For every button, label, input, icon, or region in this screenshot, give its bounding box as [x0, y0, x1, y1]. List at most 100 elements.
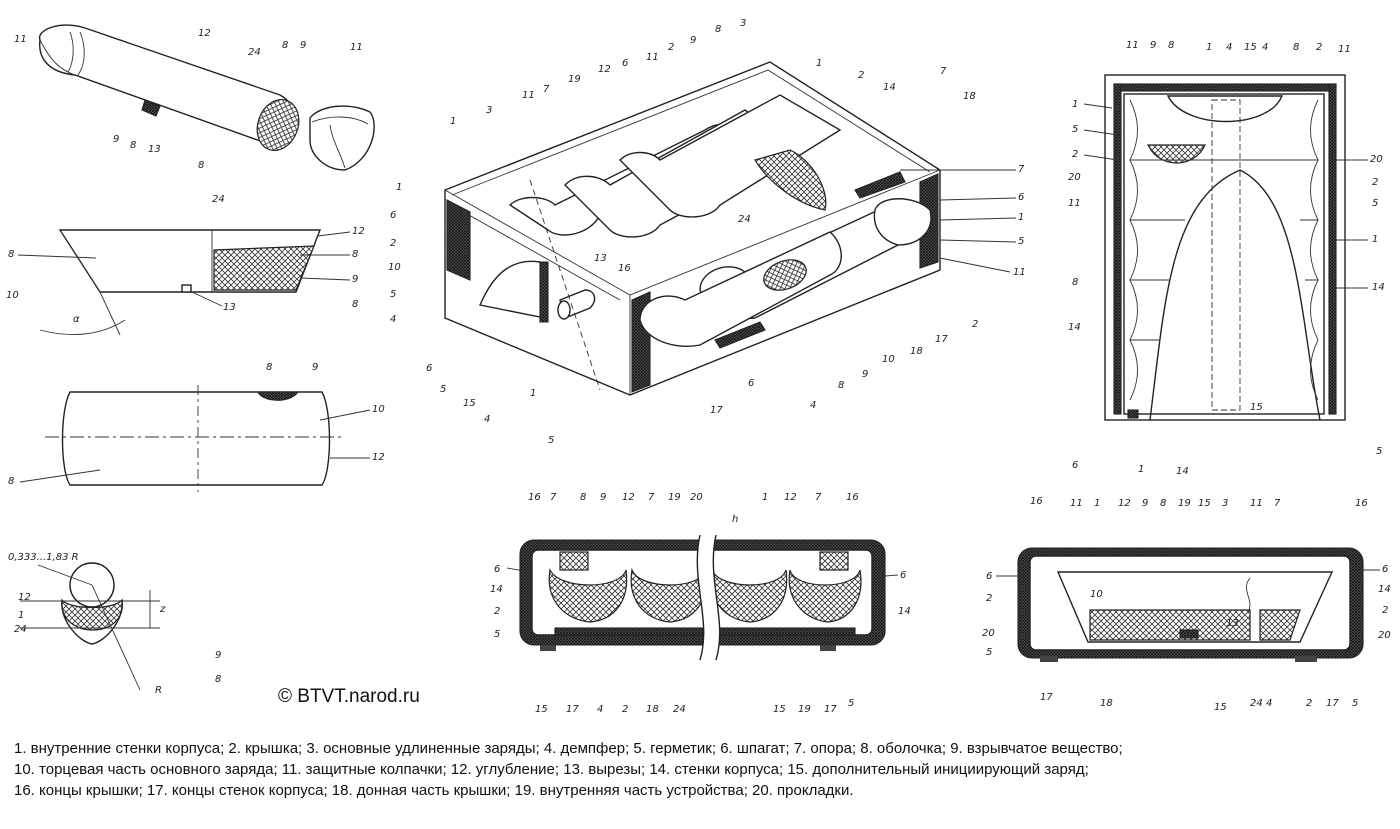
label: 8 [1293, 42, 1299, 53]
label: 9 [113, 134, 119, 145]
label: 2 [494, 606, 500, 617]
label: 1 [1018, 212, 1024, 223]
label: 6 [1072, 460, 1078, 471]
label: 16 [1355, 498, 1368, 509]
label: 2 [1306, 698, 1312, 709]
label: 11 [350, 42, 363, 53]
label: 9 [300, 40, 306, 51]
label: 14 [1068, 322, 1081, 333]
label: 10 [372, 404, 385, 415]
label: 7 [1274, 498, 1281, 509]
label: 15 [535, 704, 548, 715]
charge-side-view [39, 229, 322, 336]
label: 11 [14, 34, 27, 45]
part-labels: 11 12 24 8 9 11 9 8 13 8 24 12 8 8 9 10 … [6, 18, 1391, 715]
label: 6 [748, 378, 754, 389]
front-view [1104, 74, 1346, 421]
label: 10 [388, 262, 401, 273]
label: 1 [396, 182, 402, 193]
label: 11 [1013, 267, 1026, 278]
label: 11 [1068, 198, 1081, 209]
label: 6 [1382, 564, 1388, 575]
label: 14 [1176, 466, 1189, 477]
label: 5 [494, 629, 500, 640]
label: 20 [982, 628, 995, 639]
label: 2 [1382, 605, 1388, 616]
label: 2 [668, 42, 674, 53]
label: 8 [1168, 40, 1174, 51]
cross-section-short [1017, 547, 1364, 662]
label: 9 [312, 362, 318, 373]
label: 8 [8, 249, 14, 260]
label: 9 [862, 369, 868, 380]
label: 20 [1378, 630, 1391, 641]
label: 3 [740, 18, 746, 29]
label: 11 [1338, 44, 1351, 55]
label: 2 [390, 238, 396, 249]
label: 20 [1068, 172, 1081, 183]
label: 4 [810, 400, 816, 411]
label: 5 [390, 289, 396, 300]
label: 24 [1250, 698, 1263, 709]
label: 16 [618, 263, 631, 274]
label: 2 [972, 319, 978, 330]
label: 11 [1126, 40, 1139, 51]
label: 11 [1070, 498, 1083, 509]
label: 4 [390, 314, 396, 325]
label: 16 [528, 492, 541, 503]
label: 9 [690, 35, 696, 46]
label: 9 [1150, 40, 1156, 51]
charge-cylinder-view [45, 385, 345, 492]
label: 2 [986, 593, 992, 604]
label: 5 [548, 435, 554, 446]
label: 13 [148, 144, 161, 155]
label: 18 [1100, 698, 1113, 709]
label: 14 [883, 82, 896, 93]
label: 1 [1094, 498, 1100, 509]
label: z [159, 604, 166, 615]
charge-perspective-view [39, 24, 375, 171]
label: 15 [773, 704, 786, 715]
legend-line: 10. торцевая часть основного заряда; 11.… [14, 761, 1089, 778]
label: 13 [223, 302, 236, 313]
label: 4 [597, 704, 603, 715]
label: 20 [1370, 154, 1383, 165]
label: 6 [1018, 192, 1024, 203]
label: 1 [762, 492, 768, 503]
label: 17 [1326, 698, 1339, 709]
label: 8 [352, 249, 358, 260]
label: 3 [1222, 498, 1228, 509]
legend-line: 16. концы крышки; 17. концы стенок корпу… [14, 782, 854, 799]
label: 19 [668, 492, 681, 503]
leader-lines [17, 103, 1380, 577]
label: 19 [798, 704, 811, 715]
label: 15 [1250, 402, 1263, 413]
label: 20 [690, 492, 703, 503]
label: 8 [352, 299, 358, 310]
label: 2 [1316, 42, 1322, 53]
label: 6 [986, 571, 992, 582]
label: 12 [18, 592, 31, 603]
label: 1 [530, 388, 536, 399]
label: 8 [282, 40, 288, 51]
label: α [73, 314, 80, 325]
label: 18 [910, 346, 923, 357]
label: 14 [490, 584, 503, 595]
label: 17 [1040, 692, 1053, 703]
label: 2 [622, 704, 628, 715]
label: 4 [1262, 42, 1268, 53]
label: 6 [494, 564, 500, 575]
label: 10 [1090, 589, 1103, 600]
label: 12 [198, 28, 211, 39]
label: 1 [816, 58, 822, 69]
label: 3 [486, 105, 492, 116]
label: 1 [1072, 99, 1078, 110]
label: 10 [882, 354, 895, 365]
label: 17 [824, 704, 837, 715]
label: 24 [673, 704, 686, 715]
label: 5 [1018, 236, 1024, 247]
legend-line: 1. внутренние стенки корпуса; 2. крышка;… [14, 740, 1123, 757]
label: 5 [1376, 446, 1382, 457]
label: 4 [1226, 42, 1232, 53]
